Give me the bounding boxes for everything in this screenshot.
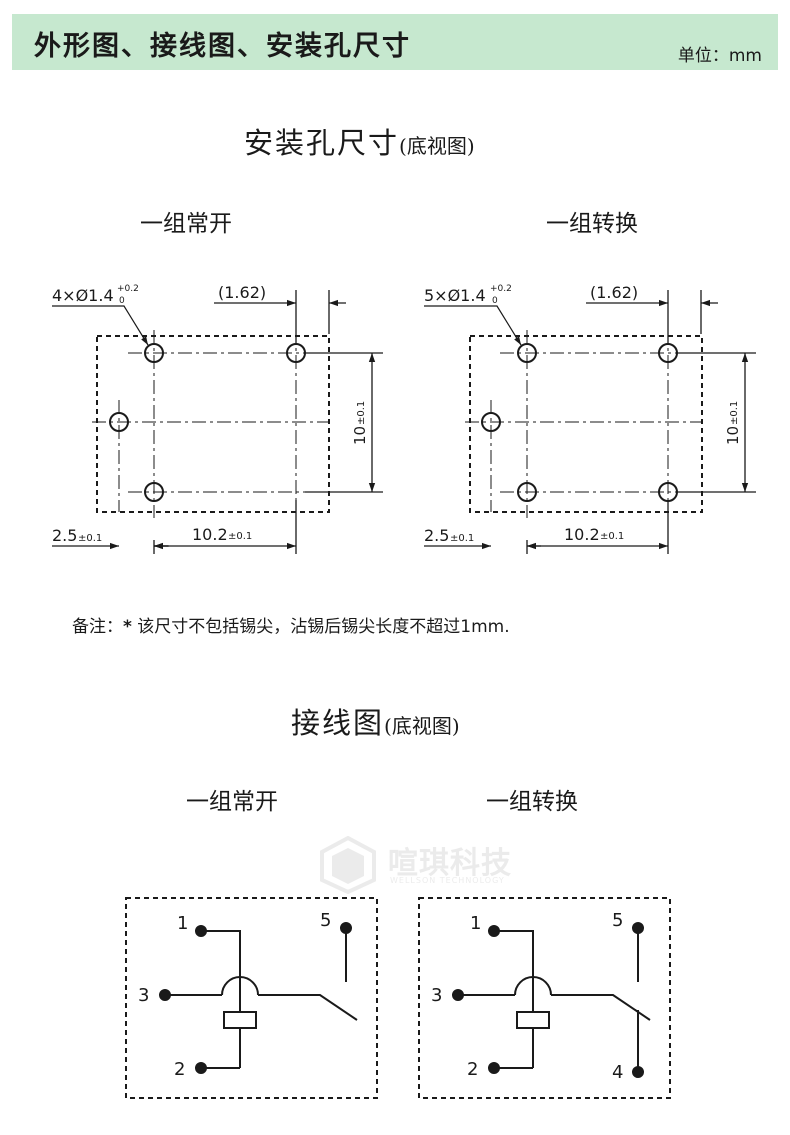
dim-left: 2.5 (52, 526, 77, 545)
coil-icon (516, 1011, 550, 1029)
pin-label: 4 (612, 1062, 623, 1083)
note-star: * (123, 617, 132, 637)
dim-bottom-tol: ±0.1 (228, 531, 252, 542)
outline-box (469, 335, 703, 513)
hole-leader (52, 305, 149, 346)
pin-label: 1 (177, 913, 188, 934)
dim-right-tol: ±0.1 (729, 401, 740, 425)
pin-label: 5 (320, 910, 331, 931)
header-title: 外形图、接线图、安装孔尺寸 (34, 31, 411, 62)
dim-right: 10 (724, 426, 742, 445)
hole-tol-upper: +0.2 (117, 284, 139, 294)
switch-arm (551, 994, 651, 1021)
wiring-left-pin-labels: 1 5 3 2 (138, 910, 331, 1080)
watermark-text: 喧琪科技 (388, 846, 512, 881)
wiring-diagram-right (418, 897, 671, 1099)
dim-right: 10 (351, 426, 369, 445)
hole-tol-upper: +0.2 (490, 284, 512, 294)
pin-label: 1 (470, 913, 481, 934)
watermark: 喧琪科技 WELLSON TECHNOLOGY (318, 836, 523, 894)
pin-label: 5 (612, 910, 623, 931)
hole-callout: 5×Ø1.4 (424, 286, 486, 305)
wiring-title: 接线图 (291, 706, 385, 740)
hole-leader (424, 305, 522, 346)
dim-bottom: 10.2 (564, 525, 600, 544)
outline-box (125, 897, 378, 1099)
watermark-logo-icon (320, 836, 376, 894)
outline-box (96, 335, 330, 513)
mount-hole (517, 343, 537, 363)
note-prefix: 备注： (72, 617, 123, 637)
mounting-section-title: 安装孔尺寸(底视图) (244, 120, 475, 162)
dim-top: (1.62) (218, 283, 266, 302)
mount-hole (517, 482, 537, 502)
pin-2-terminal (195, 1062, 207, 1074)
pin-label: 2 (174, 1059, 185, 1080)
pin-4-terminal (632, 1066, 644, 1078)
pin-label: 2 (467, 1059, 478, 1080)
wiring-section-title: 接线图(底视图) (291, 700, 460, 742)
hole-tol-lower: 0 (119, 296, 125, 306)
pin-label: 3 (138, 985, 149, 1006)
dim-top: (1.62) (590, 283, 638, 302)
dim-left: 2.5 (424, 526, 449, 545)
mounting-left-label: 一组常开 (140, 211, 232, 237)
wiring-right-pin-labels: 1 5 3 2 4 (431, 910, 623, 1083)
dim-bottom-tol: ±0.1 (600, 531, 624, 542)
pin-label: 3 (431, 985, 442, 1006)
note-text: 该尺寸不包括锡尖，沾锡后锡尖长度不超过1mm. (131, 617, 510, 637)
dim-left-tol: ±0.1 (450, 533, 474, 544)
dim-left-tol: ±0.1 (78, 533, 102, 544)
mounting-left-dims: 4×Ø1.4 +0.2 0 (1.62) 10 ±0.1 2.5 ±0.1 10… (52, 283, 369, 545)
note: 备注：* 该尺寸不包括锡尖，沾锡后锡尖长度不超过1mm. (72, 612, 510, 637)
outline-box (418, 897, 671, 1099)
mounting-diagram-left (52, 290, 383, 554)
coil-icon (223, 1011, 257, 1029)
pin-1-wire (201, 930, 241, 976)
dim-right-tol: ±0.1 (356, 401, 367, 425)
hole-tol-lower: 0 (492, 296, 498, 306)
mount-hole (144, 343, 164, 363)
mount-hole (144, 482, 164, 502)
watermark-sub: WELLSON TECHNOLOGY (390, 876, 505, 885)
mounting-diagram-right (424, 290, 756, 554)
header-bar: 外形图、接线图、安装孔尺寸 单位：mm (12, 14, 778, 70)
mount-hole (109, 412, 129, 432)
pin-2-terminal (488, 1062, 500, 1074)
wiring-right-label: 一组转换 (486, 789, 578, 815)
wiring-left-label: 一组常开 (186, 789, 278, 815)
unit-label: 单位：mm (677, 46, 762, 66)
pin-1-wire (494, 930, 534, 976)
mount-hole (481, 412, 501, 432)
wiring-title-sub: (底视图) (384, 714, 460, 738)
wiring-diagram-left (125, 897, 378, 1099)
mounting-title: 安装孔尺寸 (244, 126, 400, 160)
switch-arm (258, 994, 358, 1021)
hole-callout: 4×Ø1.4 (52, 286, 114, 305)
dim-bottom: 10.2 (192, 525, 228, 544)
mounting-title-sub: (底视图) (399, 134, 475, 158)
mounting-right-label: 一组转换 (546, 211, 638, 237)
mounting-right-dims: 5×Ø1.4 +0.2 0 (1.62) 10 ±0.1 2.5 ±0.1 10… (424, 283, 742, 545)
